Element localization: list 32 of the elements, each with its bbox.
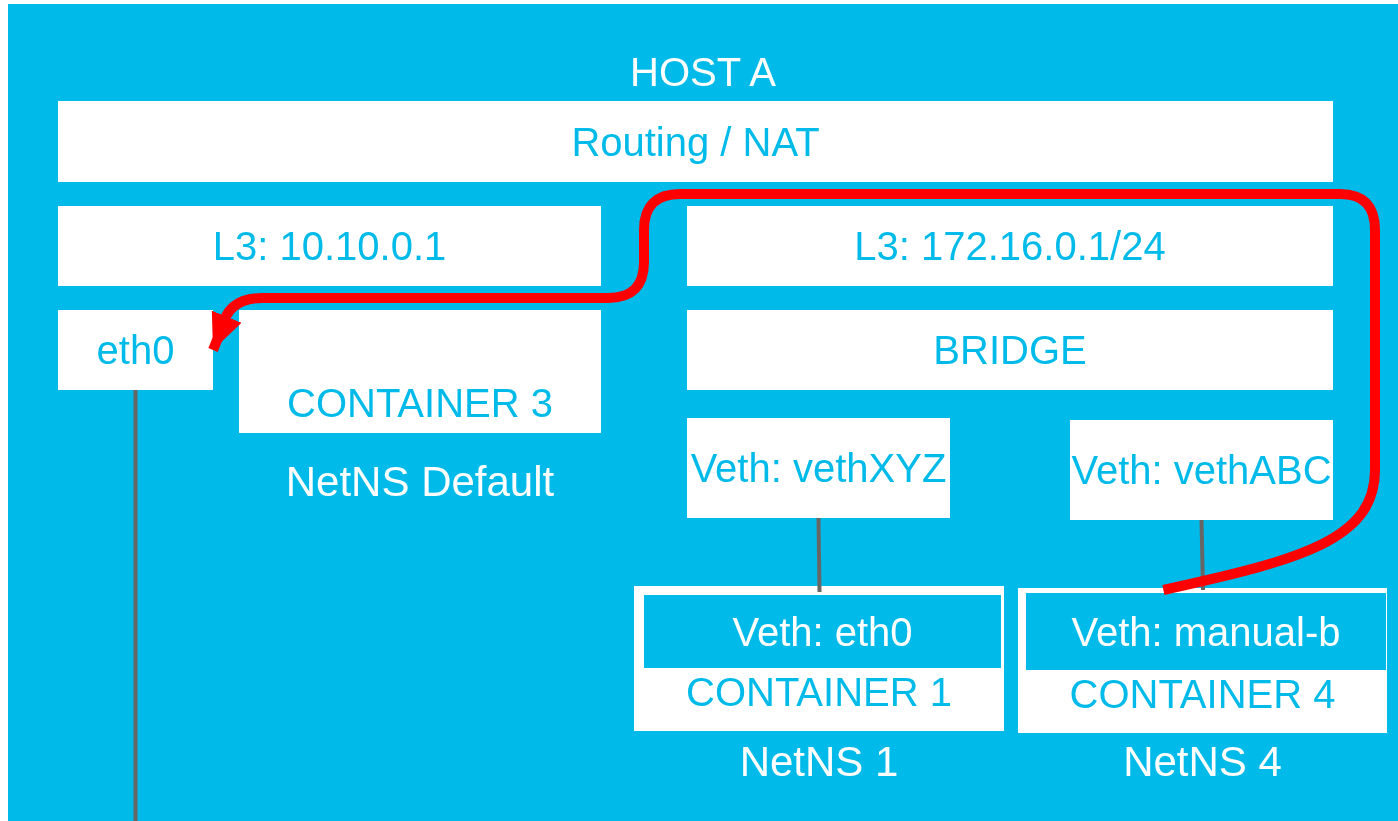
box-label: CONTAINER 1 [685, 670, 953, 714]
box-label: Veth: manual-b [1070, 609, 1342, 654]
layer-box [58, 206, 601, 286]
layer-box [687, 206, 1333, 286]
host-panel [8, 4, 1398, 821]
container-box [239, 310, 601, 433]
box-label: Routing / NAT [570, 119, 821, 164]
interface-box [58, 310, 213, 390]
interface-box [1070, 420, 1333, 520]
box-label: Veth: eth0 [731, 609, 914, 654]
connector-line [1199, 519, 1205, 591]
box-label: L3: 10.10.0.1 [211, 224, 448, 268]
namespace-label: NetNS 4 [1122, 738, 1283, 786]
bridge-box [687, 310, 1333, 390]
box-label: L3: 172.16.0.1/24 [853, 224, 1167, 268]
box-label: eth0 [95, 328, 176, 372]
box-label: CONTAINER 4 [1068, 672, 1337, 716]
container-box [1018, 588, 1387, 733]
interface-box [1026, 593, 1386, 670]
layer-box [58, 101, 1333, 182]
box-label: CONTAINER 3 [286, 381, 554, 425]
connector-line [133, 390, 138, 821]
box-label: Veth: vethXYZ [689, 446, 948, 490]
connector-line [816, 517, 822, 593]
interface-box [687, 418, 950, 518]
box-label: Veth: vethABC [1070, 448, 1333, 492]
interface-box [644, 595, 1001, 668]
namespace-label: NetNS Default [284, 458, 556, 506]
container-box [634, 586, 1004, 731]
namespace-label: NetNS 1 [738, 738, 900, 786]
host-title: HOST A [629, 50, 777, 94]
box-label: BRIDGE [932, 328, 1088, 372]
